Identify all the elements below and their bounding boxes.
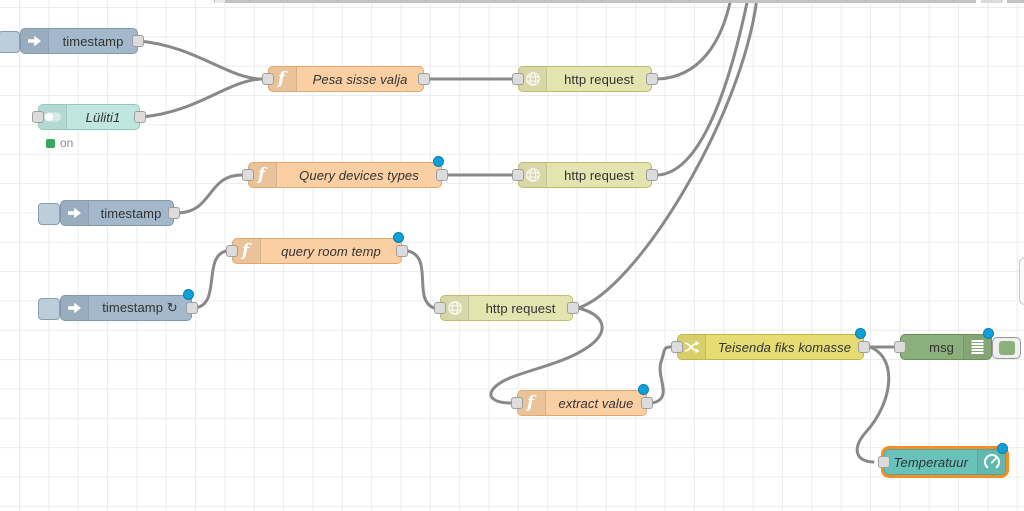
tab-bar-sliver: [225, 0, 976, 3]
changed-indicator-dot: [433, 156, 444, 167]
wire[interactable]: [192, 249, 228, 310]
output-port[interactable]: [186, 302, 198, 314]
node-label: Teisenda fiks komasse: [717, 339, 852, 355]
wire[interactable]: [650, 345, 672, 405]
node-label: Lüliti1: [85, 109, 121, 125]
node-label: msg: [929, 339, 954, 355]
debug-toggle-state: [998, 341, 1015, 355]
repeat-icon: ↻: [166, 300, 178, 315]
node-http-request-1[interactable]: http request: [512, 66, 658, 92]
changed-indicator-dot: [393, 232, 404, 243]
input-port[interactable]: [671, 341, 683, 353]
tab-bar-sliver-end: [1007, 0, 1024, 3]
wire[interactable]: [174, 173, 244, 215]
changed-indicator-dot: [997, 443, 1008, 454]
node-http-request-3[interactable]: http request: [434, 295, 579, 321]
output-port[interactable]: [134, 111, 146, 123]
node-function-query-room-temp[interactable]: f query room temp: [226, 232, 408, 264]
output-port[interactable]: [567, 302, 579, 314]
wire[interactable]: [137, 39, 264, 81]
node-function-query-devices-types[interactable]: f Query devices types: [242, 156, 448, 188]
debug-list-icon: [963, 335, 991, 359]
wire[interactable]: [855, 345, 891, 464]
output-port[interactable]: [858, 341, 870, 353]
tab-bar-sliver-light: [981, 0, 1003, 3]
input-port[interactable]: [226, 245, 238, 257]
node-inject-timestamp-3[interactable]: timestamp ↻: [38, 289, 198, 321]
node-inject-timestamp-1[interactable]: timestamp: [0, 28, 144, 54]
inject-arrow-icon: [21, 29, 49, 53]
changed-indicator-dot: [183, 289, 194, 300]
node-status: on: [46, 136, 73, 150]
node-label: Query devices types: [299, 167, 419, 183]
input-port[interactable]: [512, 73, 524, 85]
input-port[interactable]: [262, 73, 274, 85]
wire[interactable]: [576, 0, 759, 310]
gauge-icon: [977, 450, 1005, 474]
node-debug-msg[interactable]: msg: [894, 328, 1021, 360]
tab-bar-sliver-box: [214, 0, 225, 3]
node-label: http request: [564, 167, 634, 183]
input-port[interactable]: [434, 302, 446, 314]
wire[interactable]: [489, 306, 604, 405]
wire[interactable]: [656, 0, 733, 81]
wire[interactable]: [656, 0, 750, 177]
node-label: extract value: [558, 395, 634, 411]
changed-indicator-dot: [638, 384, 649, 395]
input-port[interactable]: [32, 111, 44, 123]
inject-trigger-button[interactable]: [38, 203, 60, 225]
inject-trigger-button[interactable]: [0, 31, 20, 53]
output-port[interactable]: [396, 245, 408, 257]
status-text: on: [60, 136, 74, 150]
node-gauge-temperatuur[interactable]: Temperatuur: [878, 443, 1008, 475]
wire[interactable]: [140, 77, 264, 119]
input-port[interactable]: [511, 397, 523, 409]
input-port[interactable]: [894, 341, 906, 353]
changed-indicator-dot: [983, 328, 994, 339]
node-label: http request: [564, 71, 634, 87]
inject-arrow-icon: [61, 201, 89, 225]
status-dot-icon: [46, 138, 55, 148]
node-label: Pesa sisse valja: [312, 71, 408, 87]
node-switch-luliti1[interactable]: Lüliti1 on: [32, 104, 146, 150]
changed-indicator-dot: [855, 328, 866, 339]
wire[interactable]: [406, 249, 436, 310]
node-label: query room temp: [281, 243, 381, 259]
input-port[interactable]: [878, 456, 890, 468]
node-change-teisenda-fiks-komasse[interactable]: Teisenda fiks komasse: [671, 328, 870, 360]
input-port[interactable]: [512, 169, 524, 181]
node-label: timestamp ↻: [102, 300, 178, 315]
inject-trigger-button[interactable]: [38, 298, 60, 320]
output-port[interactable]: [436, 169, 448, 181]
node-label: Temperatuur: [893, 454, 968, 470]
debug-toggle-button[interactable]: [992, 337, 1021, 359]
output-port[interactable]: [641, 397, 653, 409]
output-port[interactable]: [418, 73, 430, 85]
node-label: http request: [485, 300, 556, 316]
node-function-extract-value[interactable]: f extract value: [511, 384, 653, 416]
input-port[interactable]: [242, 169, 254, 181]
output-port[interactable]: [646, 73, 658, 85]
node-inject-timestamp-2[interactable]: timestamp: [38, 200, 180, 226]
node-label: timestamp: [100, 205, 162, 221]
partial-offscreen-node-button[interactable]: [1019, 257, 1024, 305]
output-port[interactable]: [646, 169, 658, 181]
node-label: timestamp: [62, 33, 124, 49]
node-function-pesa-sisse-valja[interactable]: f Pesa sisse valja: [262, 66, 430, 92]
inject-arrow-icon: [61, 296, 89, 320]
node-http-request-2[interactable]: http request: [512, 162, 658, 188]
output-port[interactable]: [168, 207, 180, 219]
output-port[interactable]: [132, 35, 144, 47]
